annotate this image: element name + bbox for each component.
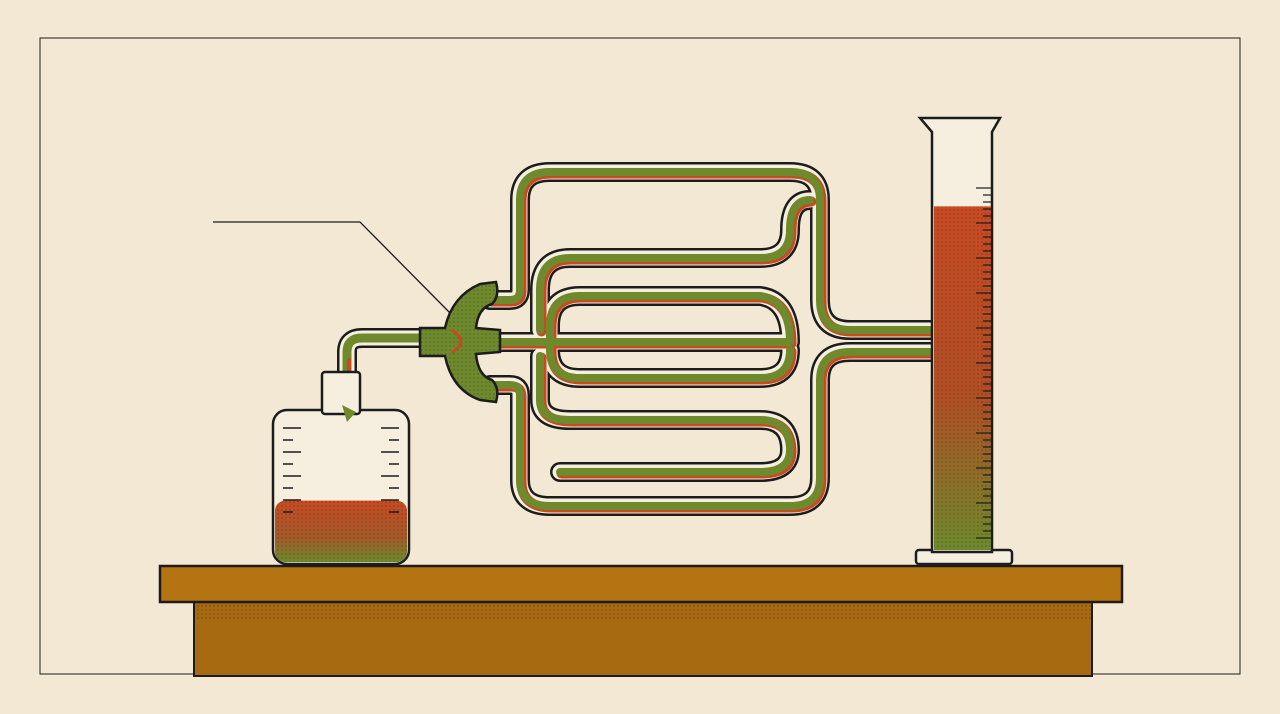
reservoir-bottle [271, 370, 411, 566]
distributor-valve [418, 280, 502, 404]
lab-bench [158, 564, 1124, 677]
graduated-cylinder [914, 116, 1014, 566]
label-leader-line [213, 221, 456, 319]
coiled-tubing [480, 162, 932, 508]
